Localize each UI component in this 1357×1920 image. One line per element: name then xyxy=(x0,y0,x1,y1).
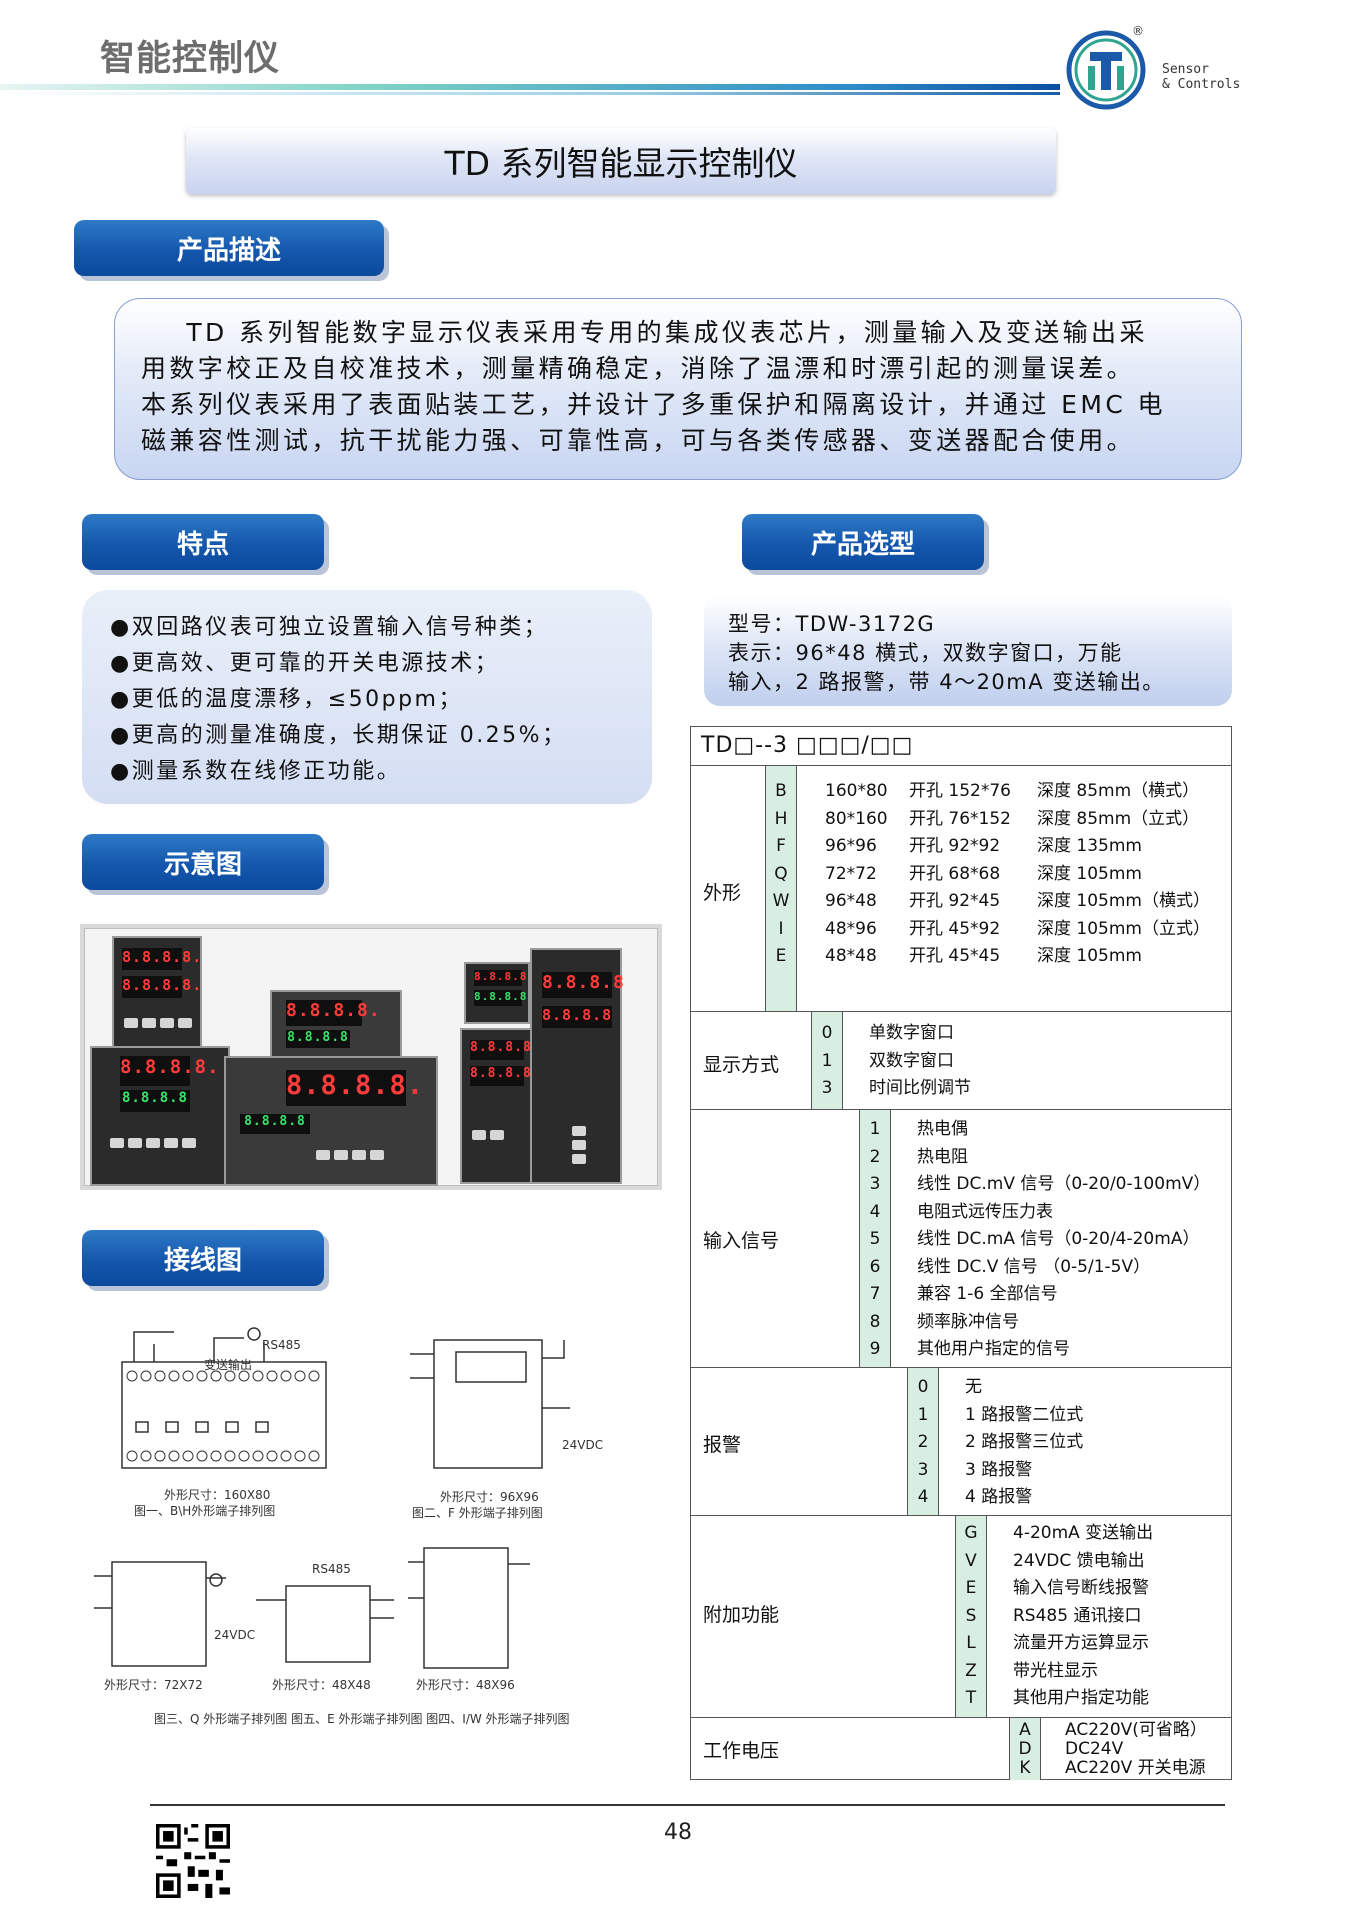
page-title: TD 系列智能显示控制仪 xyxy=(186,128,1056,194)
input-items: 热电偶热电阻线性 DC.mV 信号（0-20/0-100mV）电阻式远传压力表线… xyxy=(917,1119,1211,1359)
features-box: ●双回路仪表可独立设置输入信号种类； ●更高效、更可靠的开关电源技术； ●更低的… xyxy=(82,590,652,804)
meter-unit: 8.8.8.8. 8.8.8.8 xyxy=(90,1046,230,1186)
wiring-label: 24VDC xyxy=(562,1438,604,1452)
wiring-dimension: 外形尺寸：48X96 xyxy=(416,1678,515,1692)
meter-unit: 8.8.8.8. 8.8.8.8 xyxy=(224,1056,438,1186)
feature-item: ●更低的温度漂移，≤50ppm； xyxy=(110,687,463,712)
wiring-label: 变送输出 xyxy=(204,1358,253,1372)
wiring-dimension: 外形尺寸：48X48 xyxy=(272,1678,371,1692)
header-gradient-underline xyxy=(0,92,1060,95)
wiring-caption: 图二、F 外形端子排列图 xyxy=(412,1506,543,1520)
description-line: TD 系列智能数字显示仪表采用专用的集成仪表芯片，测量输入及变送输出采 xyxy=(141,318,1148,347)
logo-text: Sensor & Controls xyxy=(1162,62,1241,92)
shape-label: 外形 xyxy=(703,882,742,904)
page-number: 48 xyxy=(664,1820,692,1845)
footer-divider xyxy=(150,1804,1225,1806)
section-tab-wiring: 接线图 xyxy=(82,1230,324,1286)
feature-item: ●测量系数在线修正功能。 xyxy=(110,759,402,784)
meter-unit: 8.8.8.8. 8.8.8.8 xyxy=(270,990,402,1064)
power-label: 工作电压 xyxy=(703,1740,780,1762)
input-label: 输入信号 xyxy=(703,1230,780,1252)
wiring-label: RS485 xyxy=(262,1338,301,1352)
wiring-dimension: 外形尺寸：72X72 xyxy=(104,1678,203,1692)
alarm-label: 报警 xyxy=(703,1434,742,1456)
extra-label: 附加功能 xyxy=(703,1604,780,1626)
category-title: 智能控制仪 xyxy=(100,39,281,79)
model-line: 型号：TDW-3172G xyxy=(728,612,936,636)
display-items: 单数字窗口双数字窗口时间比例调节 xyxy=(869,1023,971,1098)
wiring-label: 24VDC xyxy=(214,1628,256,1642)
description-line: 本系列仪表采用了表面贴装工艺，并设计了多重保护和隔离设计，并通过 EMC 电 xyxy=(141,390,1166,419)
wiring-label: RS485 xyxy=(312,1562,351,1576)
model-example-box: 型号：TDW-3172G 表示：96*48 横式，双数字窗口，万能 输入，2 路… xyxy=(704,596,1232,706)
model-code-pattern: TD□--3 □□□/□□ xyxy=(701,733,914,758)
product-photo: 8.8.8.8. 8.8.8.8. 8.8.8.8. 8.8.8.8 8.8.8… xyxy=(80,924,662,1190)
wiring-dimension: 外形尺寸：160X80 xyxy=(164,1488,271,1502)
qr-code-icon xyxy=(156,1824,230,1898)
meter-unit: 8.8.8.8 8.8.8.8 xyxy=(460,1028,532,1184)
section-tab-description: 产品描述 xyxy=(74,220,384,276)
wiring-dimension: 外形尺寸：96X96 xyxy=(440,1490,539,1504)
feature-item: ●双回路仪表可独立设置输入信号种类； xyxy=(110,615,549,640)
model-line: 输入，2 路报警，带 4～20mA 变送输出。 xyxy=(728,670,1165,694)
wiring-caption: 图一、B\H外形端子排列图 xyxy=(134,1504,276,1518)
section-tab-schematic: 示意图 xyxy=(82,834,324,890)
meter-unit: 8.8.8.8 8.8.8.8 xyxy=(464,962,530,1024)
meter-unit: 8.8.8.8. 8.8.8.8. xyxy=(112,936,202,1056)
wiring-diagrams: RS485 变送输出 外形尺寸：160X80 图一、B\H外形端子排列图 24V… xyxy=(94,1318,668,1742)
meter-unit: 8.8.8.8 8.8.8.8 xyxy=(530,948,624,1184)
wiring-drawing xyxy=(94,1327,570,1669)
description-line: 用数字校正及自校准技术，测量精确稳定，消除了温漂和时漂引起的测量误差。 xyxy=(141,354,1136,383)
model-line: 表示：96*48 横式，双数字窗口，万能 xyxy=(728,641,1123,665)
display-label: 显示方式 xyxy=(703,1054,780,1076)
company-logo xyxy=(1066,30,1146,110)
description-line: 磁兼容性测试，抗干扰能力强、可靠性高，可与各类传感器、变送器配合使用。 xyxy=(141,426,1136,455)
description-box: TD 系列智能数字显示仪表采用专用的集成仪表芯片，测量输入及变送输出采 用数字校… xyxy=(114,298,1242,480)
section-tab-features: 特点 xyxy=(82,514,324,570)
registered-mark: ® xyxy=(1132,24,1144,38)
feature-item: ●更高效、更可靠的开关电源技术； xyxy=(110,651,500,676)
feature-item: ●更高的测量准确度，长期保证 0.25%； xyxy=(110,723,567,748)
header-gradient-bar xyxy=(0,84,1060,90)
section-tab-selection: 产品选型 xyxy=(742,514,984,570)
wiring-caption: 图三、Q 外形端子排列图 图五、E 外形端子排列图 图四、I/W 外形端子排列图 xyxy=(154,1712,570,1726)
